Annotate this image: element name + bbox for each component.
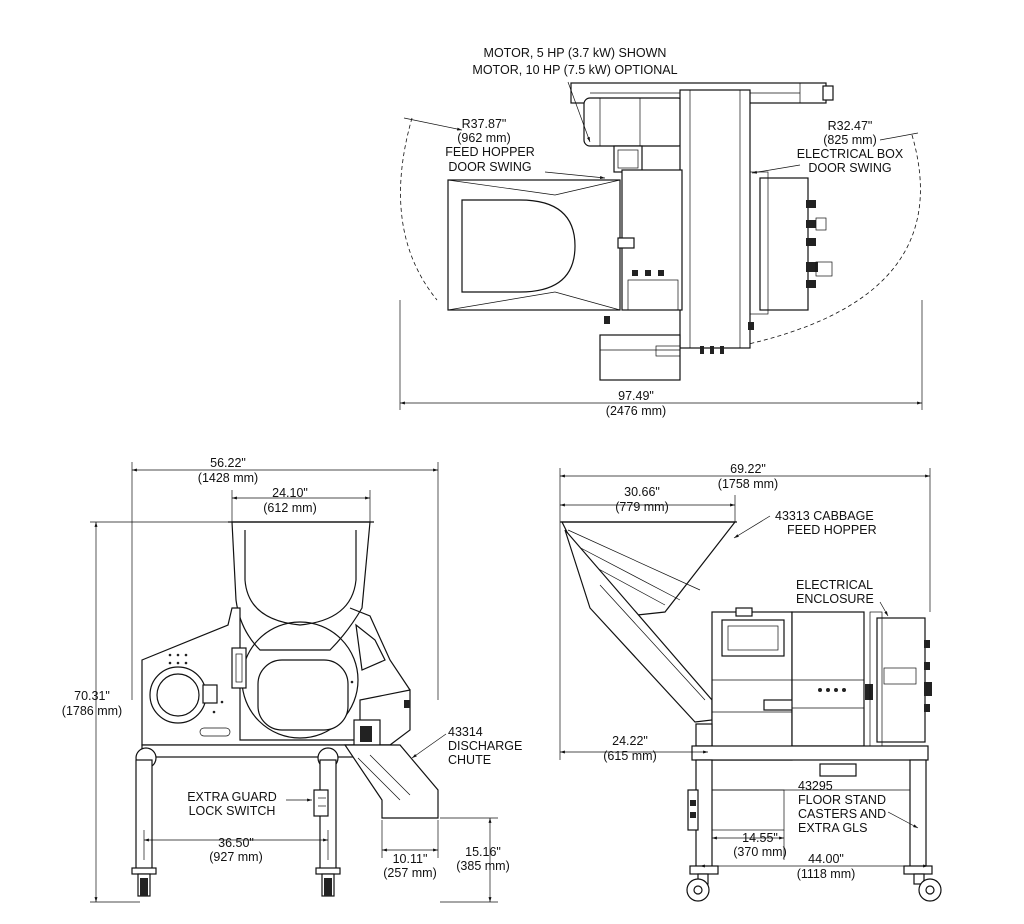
box-swing-label-1: ELECTRICAL BOX [797,147,904,161]
front-discharge-chute [343,744,439,819]
stand-label-4: EXTRA GLS [798,821,867,835]
top-width-mm-label: (2476 mm) [606,404,666,418]
box-radius-label: R32.47" [828,119,873,133]
chute-height-mm-label: (385 mm) [456,859,509,873]
chute-label-2: DISCHARGE [448,739,522,753]
hopper-door-swing-arc [400,117,438,301]
box-radius-mm-label: (825 mm) [823,133,876,147]
hopper-radius-label: R37.87" [462,117,507,131]
enclosure-label-2: ENCLOSURE [796,592,874,606]
enclosure-label-1: ELECTRICAL [796,578,873,592]
top-view: MOTOR, 5 HP (3.7 kW) SHOWN MOTOR, 10 HP … [399,46,923,418]
cabbage-hopper-label-1: 43313 CABBAGE [775,509,874,523]
stand-label-2: FLOOR STAND [798,793,886,807]
front-casters [131,867,341,897]
electrical-box-door-swing-arc [734,134,921,348]
side-inner-width-mm-label: (370 mm) [733,845,786,859]
side-view: 69.22" (1758 mm) 30.66" (779 mm) 43313 C… [559,462,942,902]
side-inner-width-label: 14.55" [742,831,778,845]
chute-width-mm-label: (257 mm) [383,866,436,880]
cabbage-hopper-label-2: FEED HOPPER [787,523,877,537]
side-base-width-label: 44.00" [808,852,844,866]
front-overall-width-label: 56.22" [210,456,246,470]
chute-height-label: 15.16" [465,845,501,859]
box-swing-label-2: DOOR SWING [808,161,891,175]
chute-label-1: 43314 [448,725,483,739]
side-base-width-mm-label: (1118 mm) [797,867,856,881]
front-hopper-width-mm-label: (612 mm) [263,501,316,515]
side-hopper-width-label: 30.66" [624,485,660,499]
hopper-swing-label-1: FEED HOPPER [445,145,535,159]
chute-width-label: 10.11" [393,852,428,866]
side-stand-top-rail [691,745,929,761]
front-overall-width-mm-label: (1428 mm) [198,471,258,485]
side-casters [686,865,942,902]
main-housing-top [679,89,751,349]
side-electrical-enclosure [876,617,926,743]
front-view: 56.22" (1428 mm) 24.10" (612 mm) 70.31" … [62,456,522,903]
front-height-mm-label: (1786 mm) [62,704,122,718]
chute-label-3: CHUTE [448,753,491,767]
hopper-swing-label-2: DOOR SWING [448,160,531,174]
hopper-radius-mm-label: (962 mm) [457,131,510,145]
feed-hopper-top [447,179,621,311]
side-overall-width-mm-label: (1758 mm) [718,477,778,491]
top-width-label: 97.49" [618,389,654,403]
front-height-label: 70.31" [74,689,110,703]
electrical-box-top [759,177,809,311]
front-base-width-mm-label: (927 mm) [209,850,262,864]
front-motor-circle [149,666,207,724]
front-hopper [231,521,371,651]
motor-label-2: MOTOR, 10 HP (7.5 kW) OPTIONAL [472,63,677,77]
stand-label-1: 43295 [798,779,833,793]
guard-label-1: EXTRA GUARD [187,790,277,804]
side-drum-housing [791,611,865,747]
motor-body [583,97,685,147]
front-hopper-width-label: 24.10" [272,486,308,500]
side-overall-width-label: 69.22" [730,462,766,476]
guard-label-2: LOCK SWITCH [189,804,276,818]
side-offset-mm-label: (615 mm) [603,749,656,763]
side-offset-label: 24.22" [612,734,648,748]
stand-label-3: CASTERS AND [798,807,886,821]
motor-label-1: MOTOR, 5 HP (3.7 kW) SHOWN [484,46,667,60]
side-hopper-width-mm-label: (779 mm) [615,500,668,514]
front-base-width-label: 36.50" [218,836,254,850]
discharge-chute-top [599,334,681,381]
